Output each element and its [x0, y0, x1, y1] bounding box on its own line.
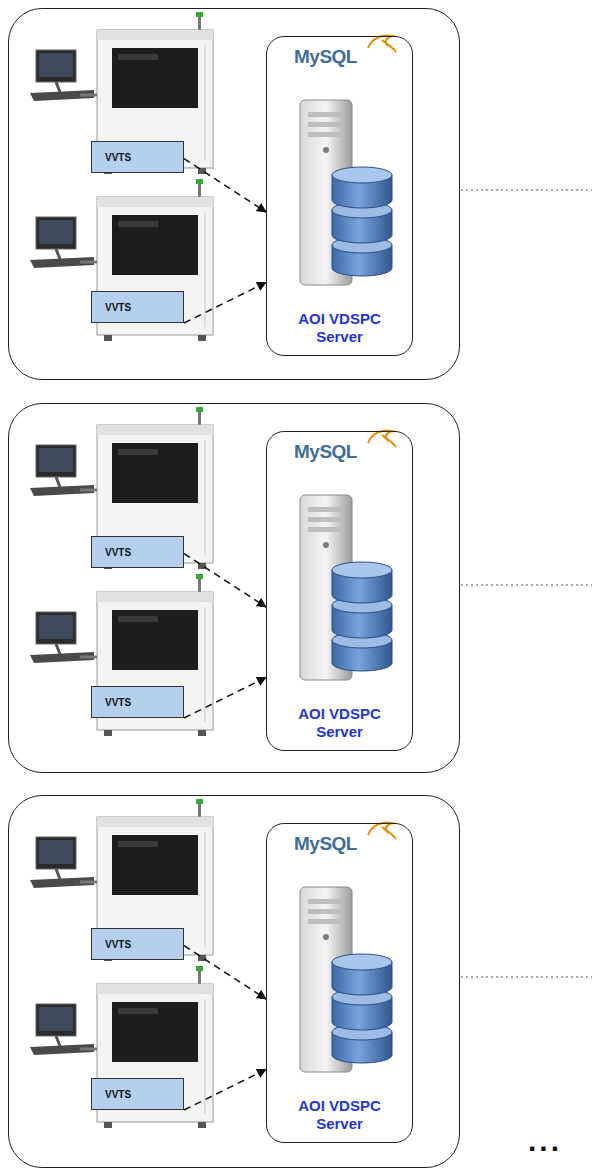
server-name: AOI VDSPC Server [284, 310, 396, 346]
dashed-arrow [184, 554, 266, 607]
box-label: VVTS [105, 1089, 131, 1100]
dashed-arrow [184, 946, 266, 999]
server-box: MySQL AOI VDSPC Server [266, 431, 413, 751]
dashed-arrow [184, 282, 266, 323]
box-label: VVTS [105, 547, 131, 558]
box-label: VVTS [105, 697, 131, 708]
vvts-box: VVTS [91, 686, 184, 718]
station-group: VVTS VVTS MySQL AOI VDSPC Server [8, 403, 460, 773]
server-box: MySQL AOI VDSPC Server [266, 36, 413, 356]
logo-text: MySQL [294, 46, 385, 68]
vvts-box: VVTS [91, 141, 184, 173]
dashed-arrow [184, 677, 266, 718]
logo-text: MySQL [294, 833, 385, 855]
server-box: MySQL AOI VDSPC Server [266, 823, 413, 1143]
vvts-box: VVTS [91, 1078, 184, 1110]
box-label: VVTS [105, 302, 131, 313]
dashed-arrow [184, 159, 266, 212]
vvts-box: VVTS [91, 928, 184, 960]
logo-text: MySQL [294, 441, 385, 463]
continuation-mark: ... [528, 1126, 562, 1156]
box-label: VVTS [105, 152, 131, 163]
box-label: VVTS [105, 939, 131, 950]
server-name: AOI VDSPC Server [284, 1097, 396, 1133]
station-group: VVTS VVTS MySQL AOI VDSPC Server [8, 795, 460, 1168]
dashed-arrow [184, 1069, 266, 1110]
vvts-box: VVTS [91, 291, 184, 323]
server-name: AOI VDSPC Server [284, 705, 396, 741]
vvts-box: VVTS [91, 536, 184, 568]
station-group: VVTS VVTS MySQL AOI VDSPC Server [8, 8, 460, 380]
